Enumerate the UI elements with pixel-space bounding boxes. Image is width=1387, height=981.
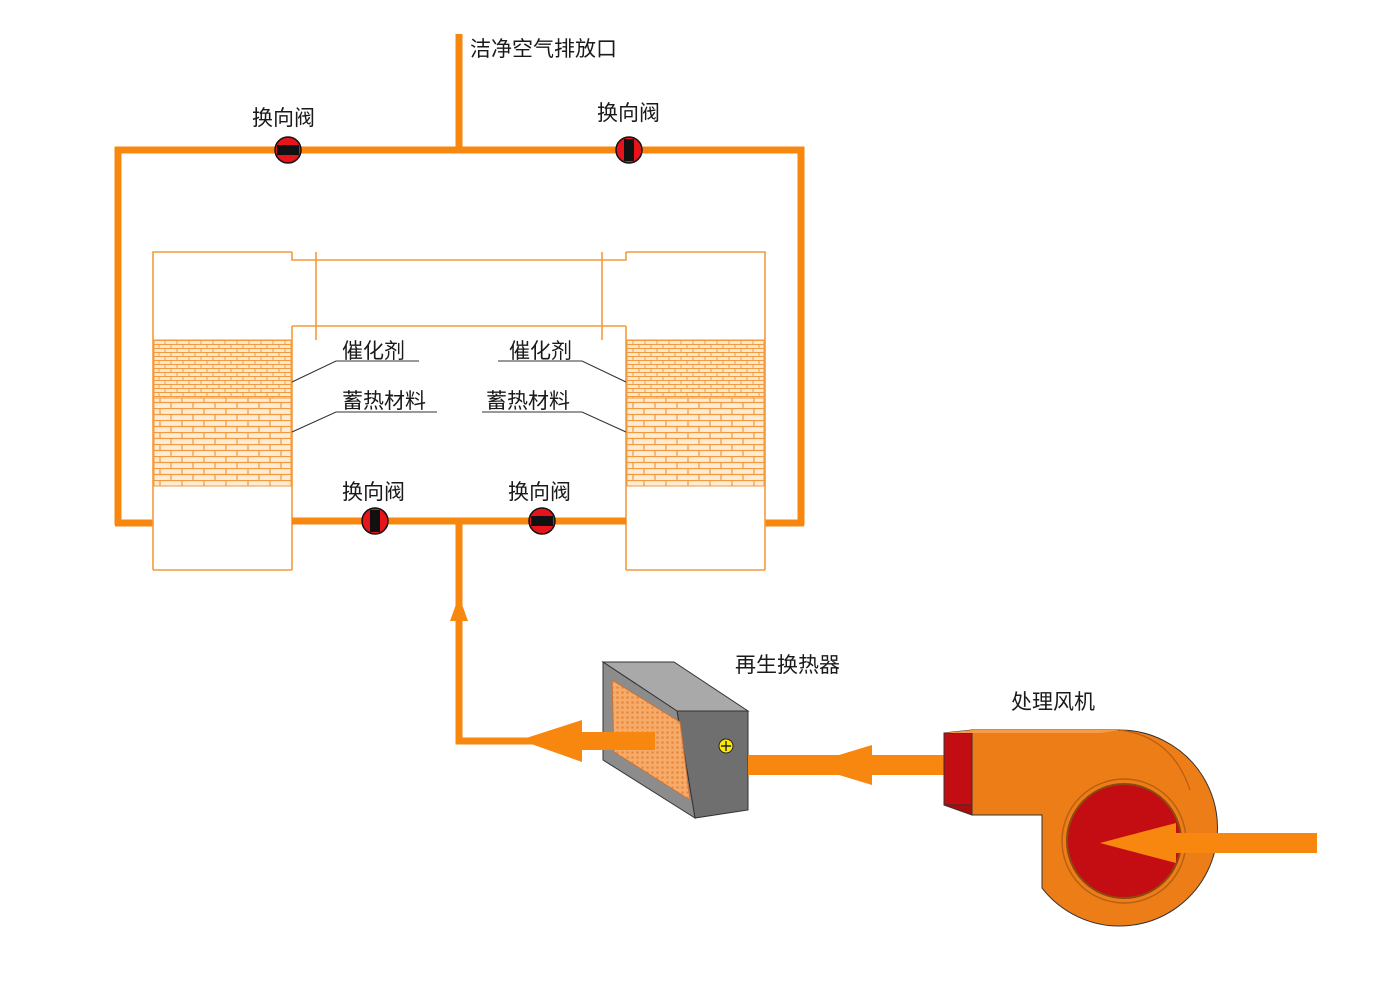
- flow-arrow-exchanger-out: [520, 720, 655, 762]
- storage-right-label: 蓄热材料: [486, 389, 570, 413]
- catalyst-bed-right: [626, 339, 765, 399]
- valve-top-left-icon[interactable]: [274, 136, 302, 164]
- heat-exchanger-label: 再生换热器: [735, 653, 840, 677]
- valve-bottom-right-label: 换向阀: [508, 480, 571, 504]
- exhaust-label: 洁净空气排放口: [470, 37, 617, 61]
- flow-arrow-fan-in: [1100, 823, 1317, 863]
- fan-label: 处理风机: [1011, 690, 1095, 714]
- reactor-vessel: [152, 251, 766, 571]
- valve-top-right-label: 换向阀: [597, 101, 660, 125]
- valve-top-right-icon[interactable]: [615, 136, 643, 164]
- valve-bottom-right-icon[interactable]: [528, 507, 556, 535]
- label-leaders: [291, 360, 627, 433]
- storage-left-label: 蓄热材料: [342, 389, 426, 413]
- catalyst-left-label: 催化剂: [342, 339, 405, 363]
- process-fan-icon: [943, 729, 1218, 927]
- flow-arrow-fan-out: [806, 745, 872, 785]
- valve-top-left-label: 换向阀: [252, 106, 315, 130]
- storage-bed-right: [626, 397, 765, 487]
- top-pipe: [114, 34, 805, 525]
- storage-bed-left: [153, 397, 292, 487]
- valve-bottom-left-label: 换向阀: [342, 480, 405, 504]
- bottom-manifold-pipe: [292, 517, 655, 745]
- catalyst-bed-left: [153, 339, 292, 399]
- valve-bottom-left-icon[interactable]: [361, 507, 389, 535]
- flow-arrow-up: [450, 596, 468, 621]
- catalyst-right-label: 催化剂: [509, 339, 572, 363]
